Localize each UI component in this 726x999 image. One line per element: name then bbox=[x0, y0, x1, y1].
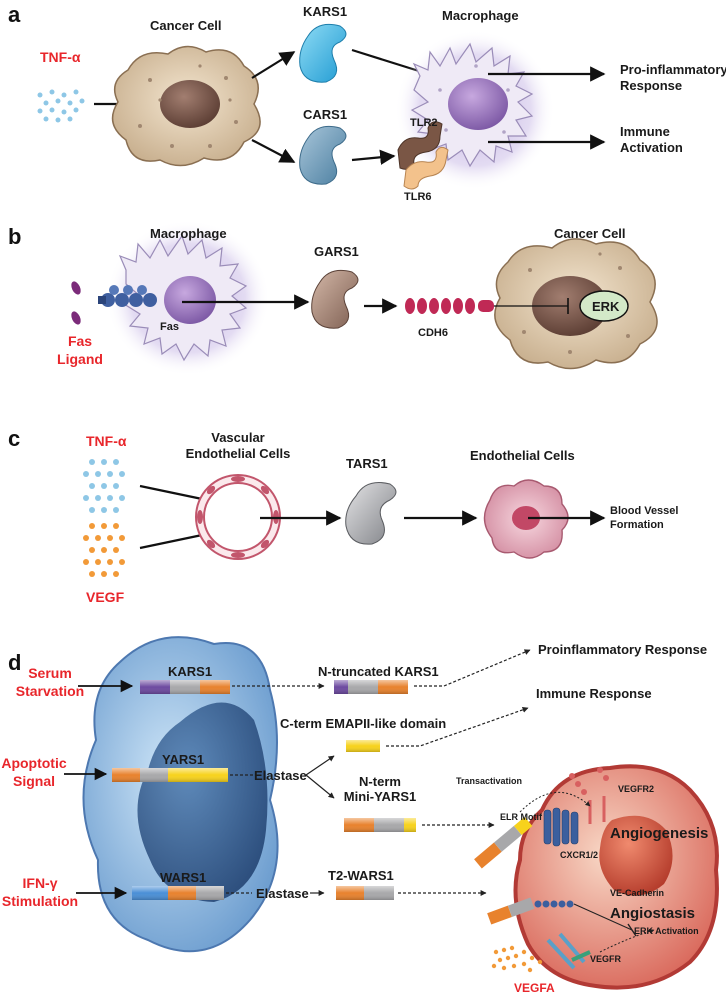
fas-receptor bbox=[98, 285, 157, 307]
tlr6-label: TLR6 bbox=[404, 191, 432, 203]
vegfr2-label: VEGFR2 bbox=[618, 784, 654, 794]
panel-a-letter: a bbox=[8, 2, 21, 27]
macrophage-b bbox=[106, 220, 270, 376]
gars1-protein bbox=[311, 269, 359, 329]
ve-cadherin bbox=[534, 900, 574, 908]
panel-c-letter: c bbox=[8, 426, 20, 451]
angiostasis-label: Angiostasis bbox=[610, 905, 695, 922]
immune-response-label: Immune Response bbox=[536, 686, 652, 701]
erk-activation-label: ERK Activation bbox=[634, 926, 699, 936]
erk-label: ERK bbox=[592, 299, 620, 314]
wars1-label-d: WARS1 bbox=[160, 870, 206, 885]
proinflammatory-response-label: Proinflammatory Response bbox=[538, 642, 707, 657]
panel-a: a TNF-α Cancer Cell KARS1 CARS1 bbox=[8, 2, 726, 203]
kars1-bar bbox=[140, 680, 230, 694]
yars1-bar bbox=[112, 768, 228, 782]
c-term-emapii-bar bbox=[346, 740, 380, 752]
elastase-yars-label: Elastase bbox=[254, 768, 307, 783]
panel-d-letter: d bbox=[8, 650, 21, 675]
n-truncated-kars1-label: N-truncated KARS1 bbox=[318, 664, 439, 679]
cancer-cell-label-a: Cancer Cell bbox=[150, 18, 222, 33]
fas-ligand bbox=[71, 281, 81, 325]
t2-wars1-docked bbox=[487, 897, 535, 925]
t2-wars1-bar bbox=[336, 886, 394, 900]
wars1-bar bbox=[132, 886, 224, 900]
tlr2-label: TLR2 bbox=[410, 117, 438, 129]
cxcr-receptor bbox=[543, 807, 579, 847]
tnf-alpha-label-c: TNF-α bbox=[86, 433, 127, 449]
macrophage-label-b: Macrophage bbox=[150, 226, 227, 241]
n-truncated-kars1-bar bbox=[334, 680, 408, 694]
vegfr-label: VEGFR bbox=[590, 954, 622, 964]
fas-label: Fas bbox=[160, 321, 179, 333]
mini-yars1-bar bbox=[344, 818, 416, 832]
vegfr-receptor bbox=[546, 932, 591, 970]
t2-wars1-label: T2-WARS1 bbox=[328, 868, 394, 883]
kars1-protein-a bbox=[299, 23, 347, 83]
immune-cell-d bbox=[82, 636, 279, 953]
kars1-label-a: KARS1 bbox=[303, 4, 347, 19]
cxcr-label: CXCR1/2 bbox=[560, 850, 598, 860]
macrophage-label-a: Macrophage bbox=[442, 8, 519, 23]
kars1-label-d: KARS1 bbox=[168, 664, 212, 679]
vegf-label-c: VEGF bbox=[86, 589, 125, 605]
endothelial-cells-label: Endothelial Cells bbox=[470, 448, 575, 463]
tlr-receptor bbox=[397, 121, 449, 190]
elastase-wars-label: Elastase bbox=[256, 886, 309, 901]
vegfa-label: VEGFA bbox=[514, 981, 555, 995]
ve-cadherin-label: VE-Cadherin bbox=[610, 888, 664, 898]
cancer-cell-label-b: Cancer Cell bbox=[554, 226, 626, 241]
transactivation-label: Transactivation bbox=[456, 776, 522, 786]
panel-c: c TNF-α VEGF bbox=[8, 426, 678, 605]
elr-motif-label: ELR Motif bbox=[500, 812, 543, 822]
cars1-protein-a bbox=[299, 125, 347, 185]
cars1-label-a: CARS1 bbox=[303, 107, 347, 122]
tnf-dots-c bbox=[83, 459, 125, 513]
cdh6-receptor bbox=[405, 298, 494, 314]
vegf-dots-c bbox=[83, 523, 125, 577]
cdh6-label: CDH6 bbox=[418, 327, 448, 339]
tnf-dots-a bbox=[37, 89, 85, 123]
gars1-label: GARS1 bbox=[314, 244, 359, 259]
tnf-alpha-label-a: TNF-α bbox=[40, 49, 81, 65]
cancer-cell-b bbox=[494, 238, 658, 370]
endothelial-cell bbox=[483, 479, 569, 559]
cancer-cell-a bbox=[111, 45, 261, 167]
panel-b-letter: b bbox=[8, 224, 21, 249]
c-term-emapii-label: C-term EMAPII-like domain bbox=[280, 716, 446, 731]
angiogenesis-label: Angiogenesis bbox=[610, 825, 708, 842]
vascular-vessel bbox=[195, 474, 281, 560]
mini-yars1-docked bbox=[474, 816, 533, 869]
yars1-label-d: YARS1 bbox=[162, 752, 204, 767]
tars1-label: TARS1 bbox=[346, 456, 388, 471]
vegfa-dots bbox=[491, 945, 543, 973]
tars1-protein bbox=[345, 482, 397, 545]
